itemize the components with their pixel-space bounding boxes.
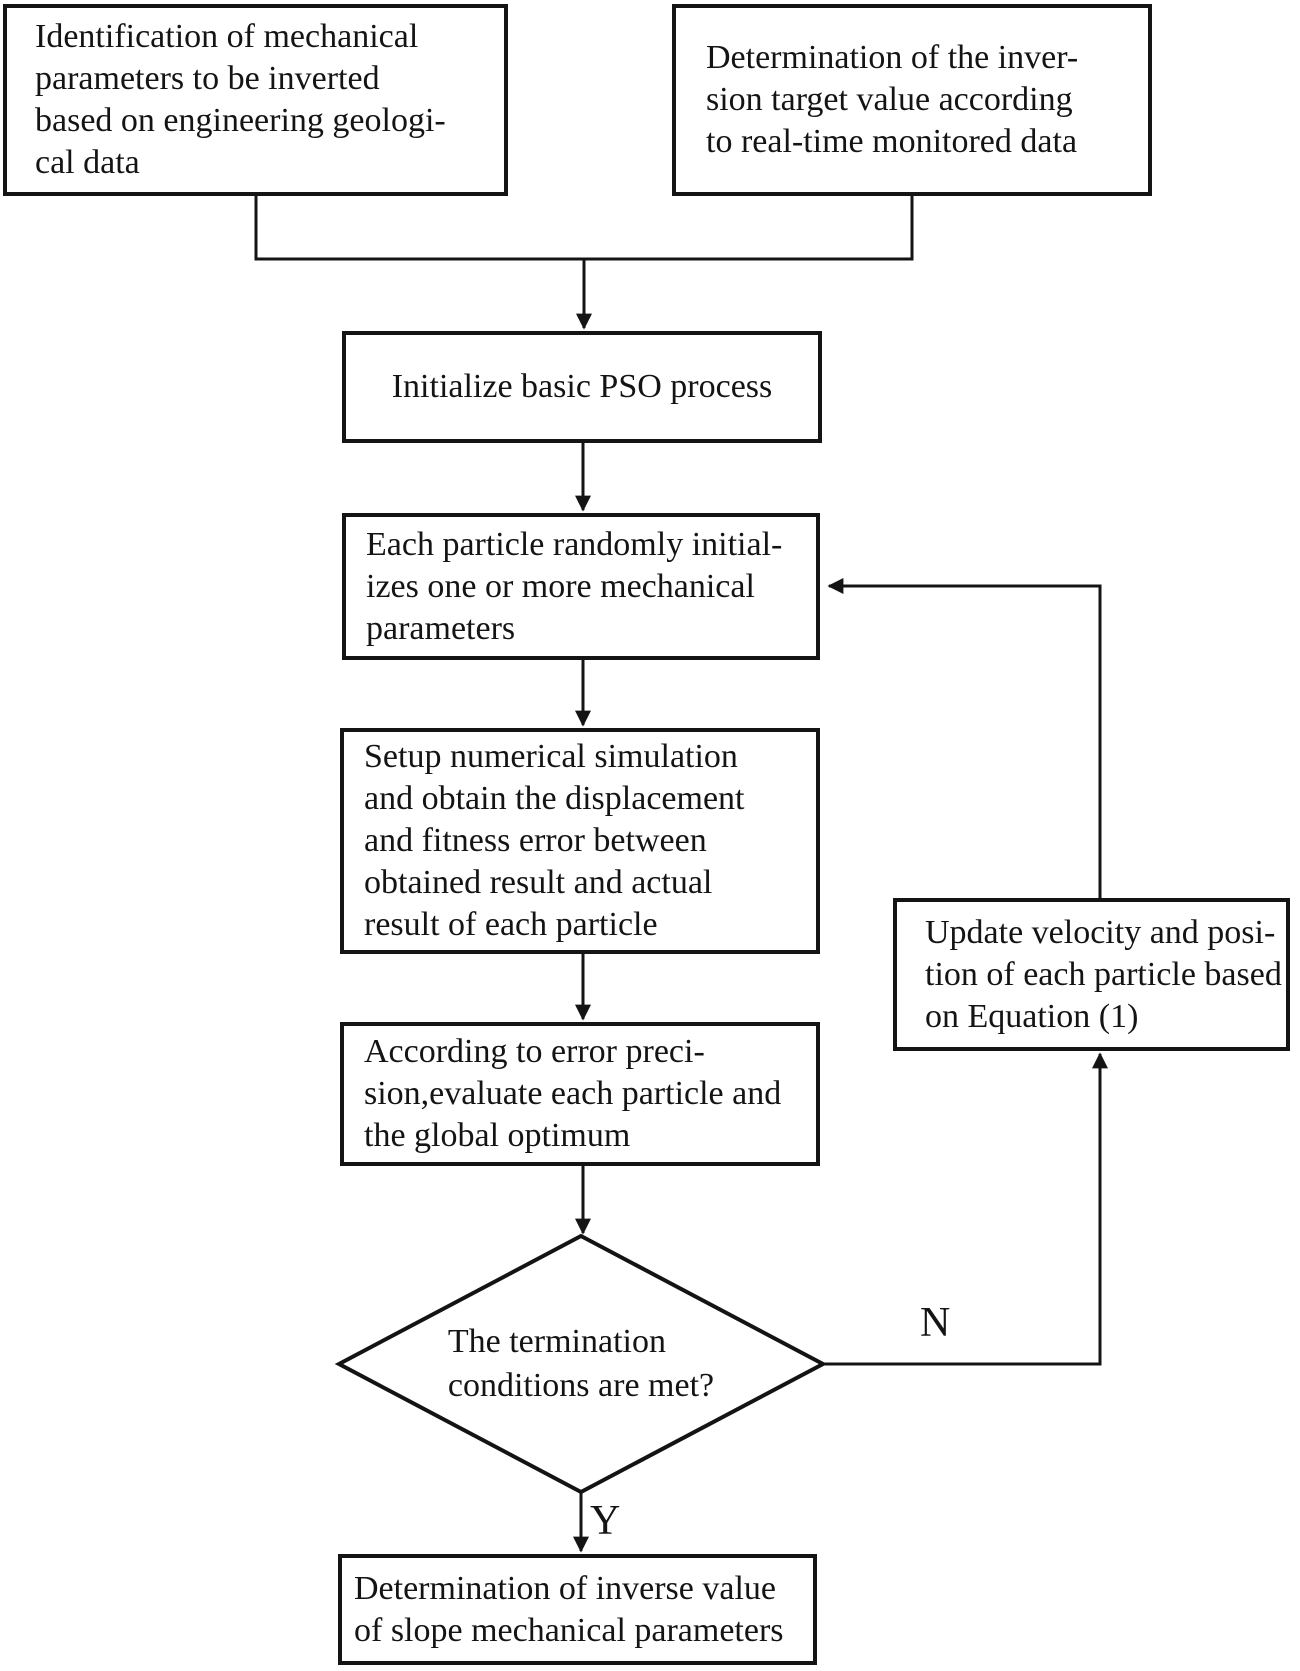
node-inversion-target: Determination of the inver- sion target … xyxy=(672,4,1152,196)
node-evaluate-particles-text: According to error preci- sion,evaluate … xyxy=(364,1033,782,1154)
connector-update-loop-to-particle xyxy=(827,578,1102,898)
label-yes-branch: Y xyxy=(590,1498,621,1544)
node-evaluate-particles: According to error preci- sion,evaluate … xyxy=(340,1022,820,1166)
node-identify-parameters-text: Identification of mechanical parameters … xyxy=(35,18,446,181)
decision-termination: The termination conditions are met? xyxy=(381,1294,781,1434)
node-inverse-value-result-text: Determination of inverse value of slope … xyxy=(354,1569,784,1649)
node-update-velocity: Update velocity and posi- tion of each p… xyxy=(893,898,1290,1051)
node-inverse-value-result: Determination of inverse value of slope … xyxy=(338,1554,817,1665)
node-numerical-simulation: Setup numerical simulation and obtain th… xyxy=(340,728,820,954)
decision-diamond-shape xyxy=(334,1233,828,1495)
node-particle-initialization: Each particle randomly initial- izes one… xyxy=(342,513,820,660)
connector-decision-no-to-update xyxy=(823,1052,1108,1366)
label-no-branch: N xyxy=(920,1300,951,1346)
node-numerical-simulation-text: Setup numerical simulation and obtain th… xyxy=(364,738,745,943)
node-inversion-target-text: Determination of the inver- sion target … xyxy=(706,39,1079,160)
decision-termination-text: The termination conditions are met? xyxy=(447,1323,715,1404)
node-particle-initialization-text: Each particle randomly initial- izes one… xyxy=(366,525,783,647)
node-update-velocity-text: Update velocity and posi- tion of each p… xyxy=(925,913,1282,1035)
node-initialize-pso-text: Initialize basic PSO process xyxy=(391,368,773,405)
node-identify-parameters: Identification of mechanical parameters … xyxy=(3,4,508,196)
node-initialize-pso: Initialize basic PSO process xyxy=(342,331,822,443)
connector-top-merge xyxy=(254,195,914,261)
